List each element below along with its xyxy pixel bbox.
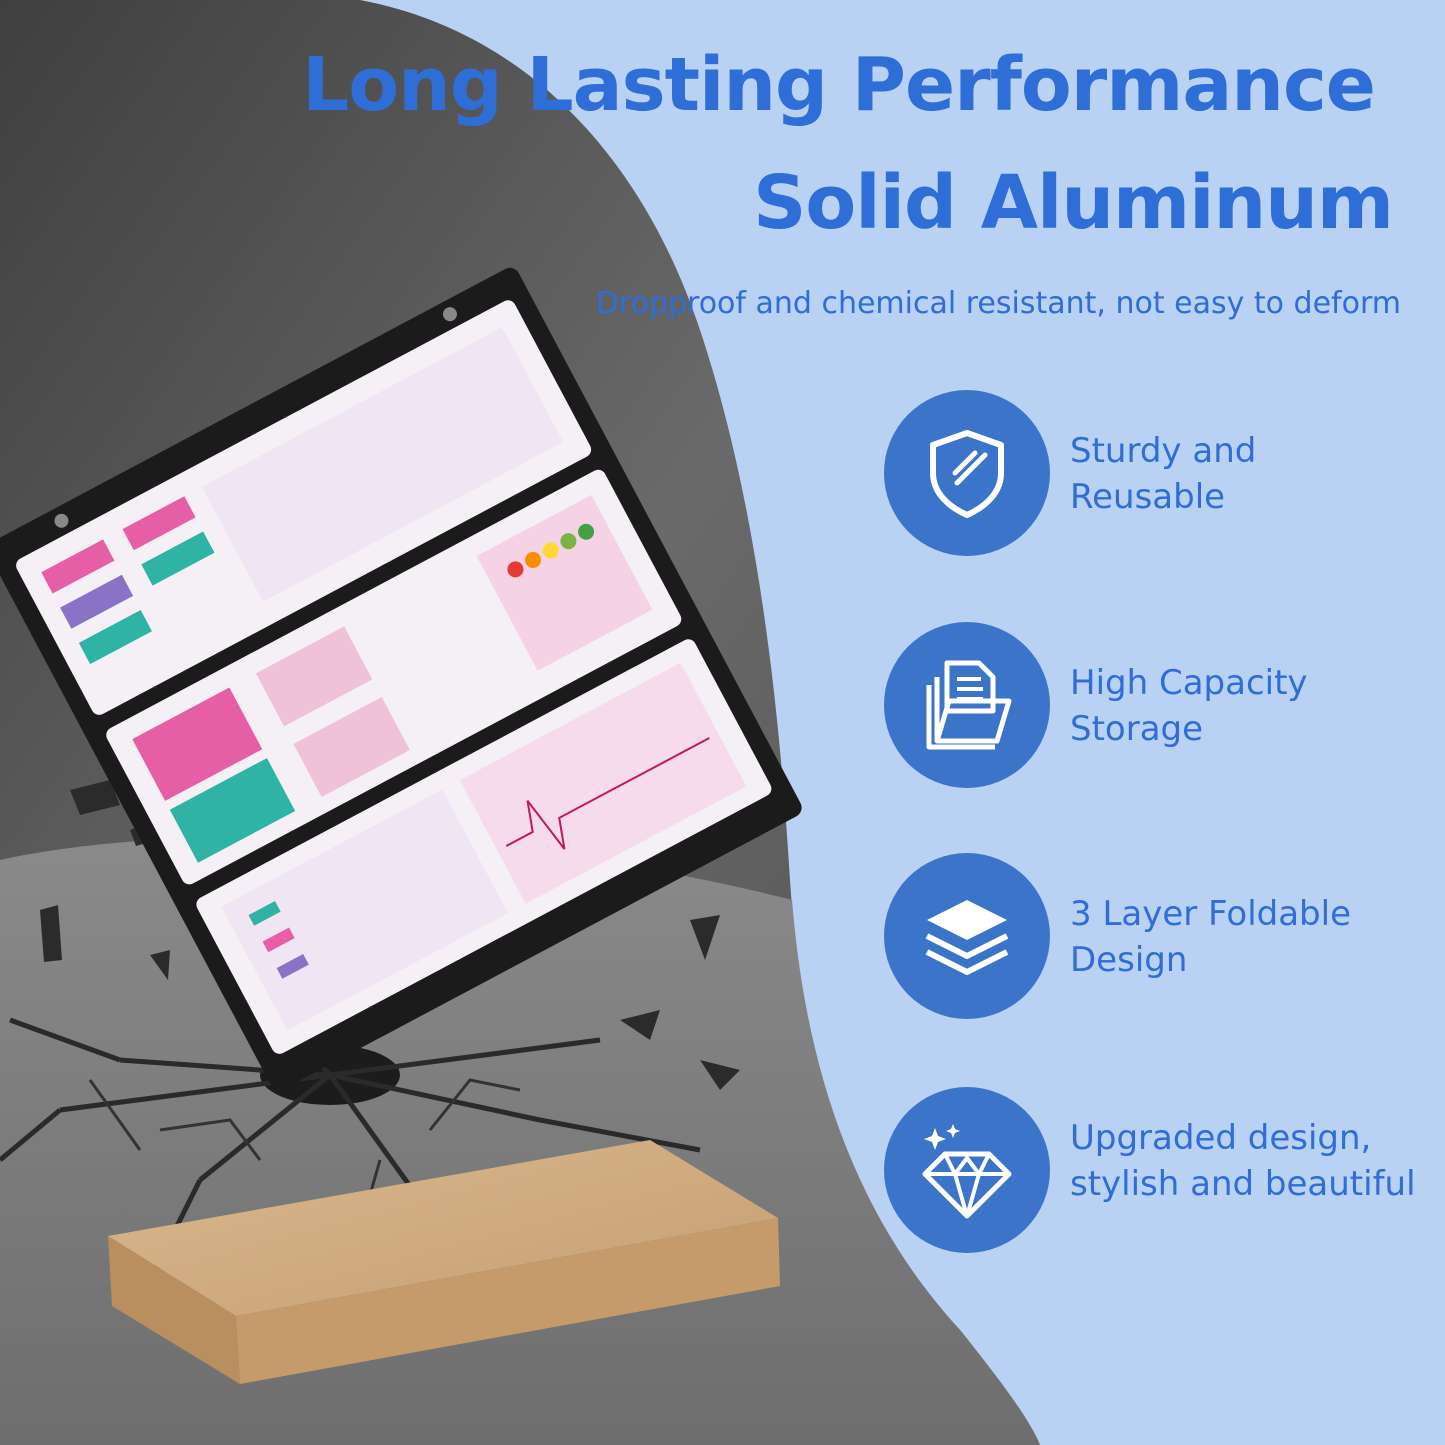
feature-sturdy: Sturdy and Reusable (884, 390, 1444, 560)
cardboard-box (108, 1140, 780, 1384)
feature-capacity: High Capacity Storage (884, 622, 1444, 792)
feature-foldable: 3 Layer Foldable Design (884, 853, 1444, 1023)
feature-label-line-2: stylish and beautiful (1070, 1164, 1416, 1204)
layers-icon (884, 853, 1050, 1019)
feature-label-line-2: Reusable (1070, 477, 1226, 517)
shield-icon (884, 390, 1050, 556)
feature-label: 3 Layer Foldable Design (1070, 891, 1351, 983)
clipboard-panel-2 (106, 469, 682, 885)
feature-label-line-1: High Capacity (1070, 663, 1308, 703)
folder-documents-icon (884, 622, 1050, 788)
clipboard-panel-1 (16, 300, 592, 715)
feature-label: High Capacity Storage (1070, 660, 1308, 752)
feature-label: Upgraded design, stylish and beautiful (1070, 1115, 1416, 1207)
feature-label-line-1: Upgraded design, (1070, 1118, 1372, 1158)
feature-label-line-1: 3 Layer Foldable (1070, 894, 1351, 934)
feature-label-line-2: Design (1070, 940, 1188, 980)
feature-label-line-2: Storage (1070, 709, 1204, 749)
feature-label-line-1: Sturdy and (1070, 431, 1257, 471)
clipboard-panel-3 (196, 639, 772, 1054)
feature-label: Sturdy and Reusable (1070, 428, 1256, 520)
feature-design: Upgraded design, stylish and beautiful (884, 1087, 1444, 1257)
clipboard-device (0, 267, 802, 1090)
subtitle: Dropproof and chemical resistant, not ea… (595, 286, 1401, 321)
diamond-icon (884, 1087, 1050, 1253)
headline-line-2: Solid Aluminum (753, 160, 1394, 246)
headline-line-1: Long Lasting Performance (302, 42, 1376, 128)
